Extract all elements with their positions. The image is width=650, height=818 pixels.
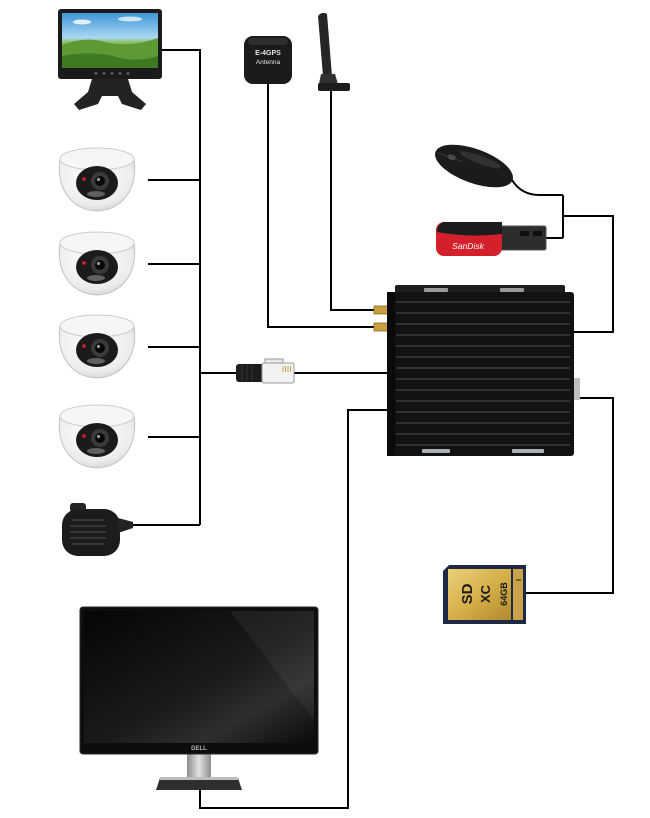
lens-glint [96,261,101,266]
usb-flash-drive-icon: SanDisk [436,222,547,256]
camera-lens [95,260,105,270]
dome-camera-icon [58,314,136,379]
sma-connector-gps [373,322,389,332]
ir-led [82,344,86,348]
usb-connector [499,225,547,251]
desktop-monitor-icon: DELL [79,606,319,790]
gps-antenna-highlight [248,38,288,45]
usb-connector-slot [520,231,529,236]
mouse-body [435,144,513,188]
dome-camera-icon [58,231,136,296]
desktop-monitor-base-trim [160,777,238,780]
monitor-stand [74,79,146,110]
whip-antenna-icon [318,12,350,91]
ir-led [82,177,86,181]
screen-cloud [73,19,91,25]
eyeball-reflection [87,358,105,364]
mouse-icon [435,144,513,188]
mouse-scroll-wheel [447,154,456,161]
desktop-monitor-brand-logo: DELL [191,746,207,752]
lens-glint [96,177,101,182]
dvr-bottom-tab [512,449,544,453]
dvr-body [387,292,574,456]
rj45-plug [261,362,295,384]
screen-reflection [230,611,314,720]
handheld-microphone-icon [62,503,133,556]
sd-card-side-strip [513,569,523,620]
usb-swivel-cover [437,222,502,236]
dvr-mount-tab [500,288,524,292]
desktop-monitor-screen [84,611,314,743]
gps-antenna-cable [267,84,374,328]
antenna-hinge [319,74,338,84]
sd-card-type: XC [478,584,493,603]
screen-cloud [118,16,142,22]
antenna-base [318,83,350,91]
mobile-dvr-icon [373,285,580,456]
eyeball-reflection [87,191,105,197]
rj45-connector-icon [236,358,295,384]
sd-card-logo: SD [459,583,476,604]
mouse-highlight [459,151,502,169]
eyeball-reflection [87,448,105,454]
microphone-grille [70,519,106,545]
sd-card-icon: SD XC 64GB I [443,565,526,624]
dvr-side-port [574,378,580,400]
car-lcd-monitor-icon [58,9,162,110]
dvr-front-panel [387,292,395,456]
rj45-contacts [282,366,291,372]
left-bus-cable [162,49,201,525]
monitor-button [102,72,106,75]
antenna-whip [318,12,332,76]
sd-card-to-dvr-cable [526,397,614,594]
lens-glint [96,434,101,439]
eyeball-reflection [87,275,105,281]
gps-antenna-label-line2: Antenna [256,59,281,66]
mouse-cable [511,179,563,197]
dvr-mount-tab [424,288,448,292]
dome-camera-icon [58,404,136,469]
monitor-button [110,72,114,75]
camera-lens [95,176,105,186]
ir-led [82,261,86,265]
sd-card-capacity: 64GB [499,582,509,606]
usb-connector-slot [533,231,542,236]
lens-glint [96,344,101,349]
gps-antenna-label-line1: E-4GPS [255,50,281,57]
connection-cables [132,49,614,809]
dvr-bottom-tab [422,449,450,453]
rj45-boot [236,364,264,382]
desktop-monitor-base [156,778,242,790]
monitor-button [118,72,122,75]
rj45-boot-ridges [241,365,253,381]
camera-lens [95,433,105,443]
dome-camera-icon [58,147,136,212]
microphone-strain-relief [118,518,133,533]
monitor-button [126,72,130,75]
sd-card-bus-class: I [516,579,523,581]
gps-antenna-icon: E-4GPS Antenna [244,36,292,84]
desktop-monitor-neck [187,752,211,779]
monitor-button [94,72,98,75]
gps-antenna-housing [244,36,292,84]
usb-mouse-to-dvr-cable [563,215,614,333]
monitor-to-dvr-cable [199,409,387,809]
usb-brand-logo: SanDisk [452,241,484,251]
sd-card-label [448,569,511,620]
screen-foreground [62,53,158,68]
ir-led [82,434,86,438]
whip-antenna-cable [330,90,374,311]
sma-connector-wifi [373,305,389,315]
camera-lens [95,343,105,353]
